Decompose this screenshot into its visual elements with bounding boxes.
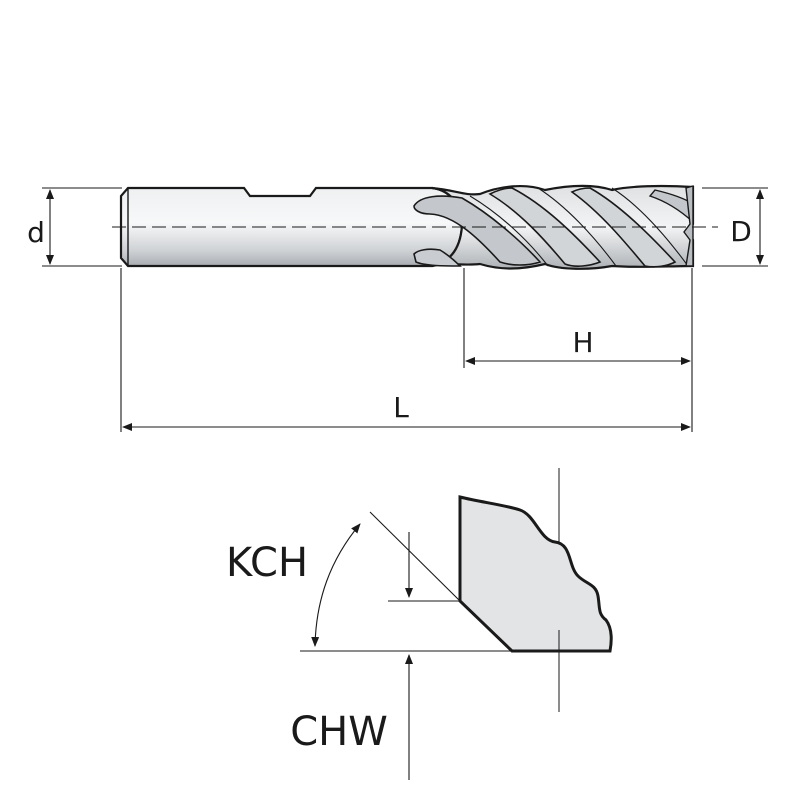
- label-cutting-diameter: D: [730, 215, 752, 248]
- chamfer-detail: [300, 468, 613, 780]
- helix-edge-3: [611, 187, 689, 267]
- chamfer-extension-line: [369, 511, 461, 602]
- dimension-overall-length: [120, 268, 691, 432]
- chamfer-angle-arc: [311, 523, 361, 647]
- flute-groove-2: [413, 248, 462, 267]
- end-mill-side-view: [112, 184, 718, 270]
- label-overall-length: L: [393, 391, 409, 424]
- dimension-shank-diameter: [42, 187, 122, 267]
- helix-edge-1: [469, 195, 549, 267]
- label-flute-length: H: [572, 326, 593, 359]
- cutting-edge-section: [458, 495, 613, 653]
- label-chamfer-angle: KCH: [226, 540, 308, 586]
- dimension-cutting-diameter: [702, 187, 768, 267]
- label-chamfer-width: CHW: [290, 709, 388, 755]
- tool-tip: [683, 185, 694, 267]
- dimension-flute-length: [463, 268, 693, 432]
- flute-groove-1: [413, 195, 542, 266]
- label-shank-diameter: d: [27, 216, 45, 249]
- helix-edge-2: [537, 187, 617, 267]
